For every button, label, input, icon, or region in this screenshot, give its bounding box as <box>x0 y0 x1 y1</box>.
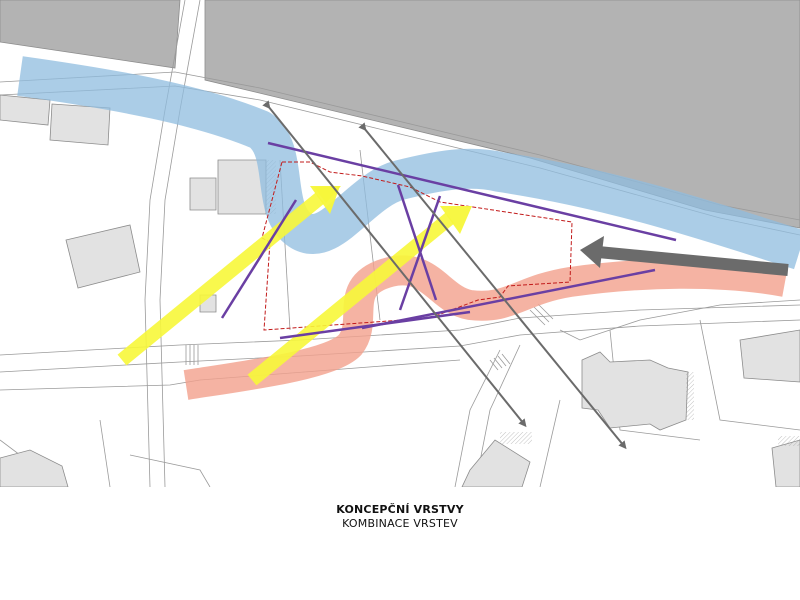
building <box>189 177 217 211</box>
caption-subtitle: KOMBINACE VRSTEV <box>342 517 458 530</box>
building <box>581 351 689 431</box>
caption: KONCEPČNÍ VRSTVY KOMBINACE VRSTEV <box>0 503 800 531</box>
view-arrow-2 <box>358 122 627 450</box>
entry-arrow-head <box>580 236 604 268</box>
site-plan-diagram <box>0 0 800 487</box>
building <box>65 224 141 289</box>
axis-line <box>220 199 298 319</box>
building <box>771 439 800 487</box>
entry-arrow <box>580 236 789 276</box>
caption-title: KONCEPČNÍ VRSTVY <box>336 503 464 516</box>
building-top-left <box>0 0 181 69</box>
view-arrows <box>262 100 627 450</box>
building <box>739 329 800 383</box>
building-hatch <box>778 436 800 446</box>
building <box>49 103 111 146</box>
building-hatch <box>500 432 532 444</box>
building <box>0 449 69 487</box>
building <box>461 439 531 487</box>
building <box>0 94 51 126</box>
entry-arrow-shaft <box>597 246 789 276</box>
building-hatch <box>686 372 694 420</box>
